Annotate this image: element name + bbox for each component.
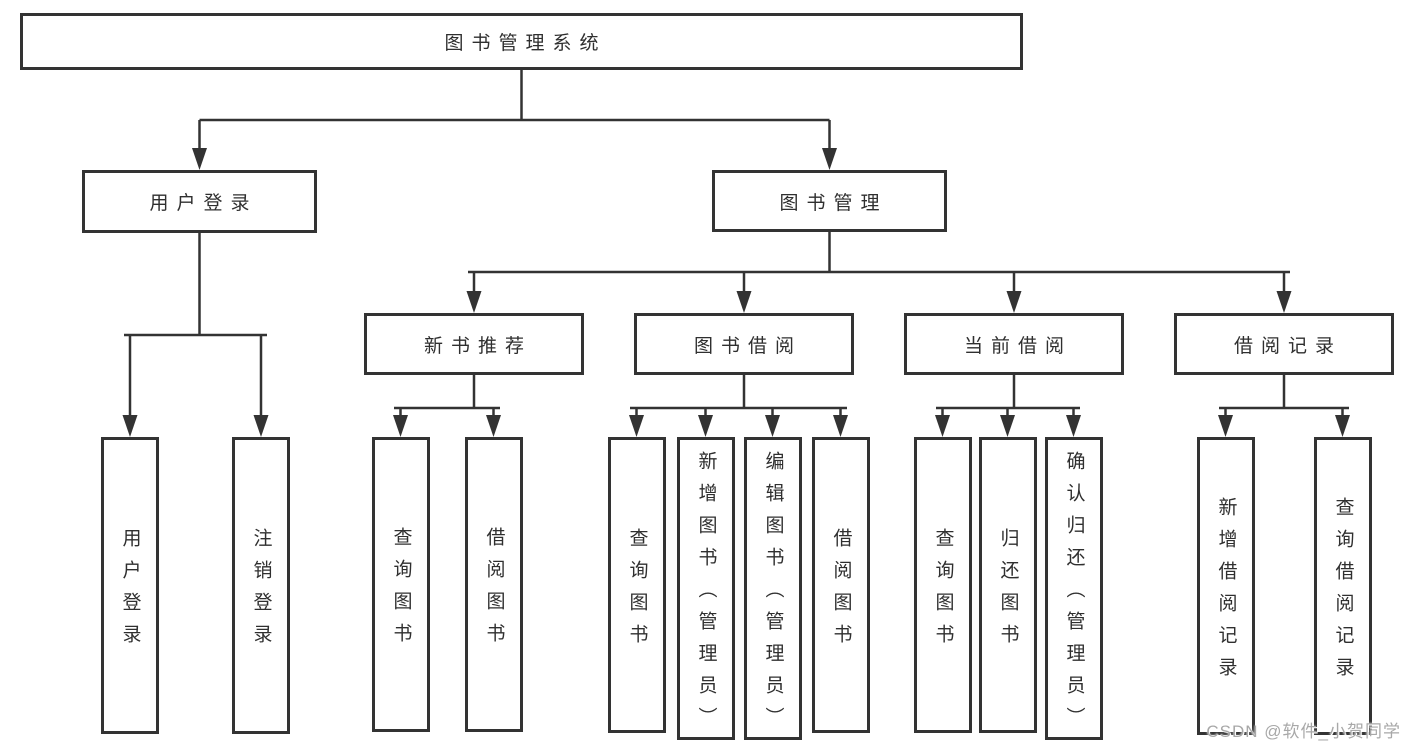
arrow-icon <box>122 415 138 437</box>
arrow-icon <box>629 415 644 437</box>
node-label: 查询图书 <box>390 527 412 655</box>
node-label: 新书推荐 <box>423 335 532 357</box>
arrow-icon <box>192 148 207 170</box>
csdn-watermark: CSDN @软件_小贺同学 <box>1206 722 1401 741</box>
leaf-query-books-3: 查询图书 <box>914 437 972 733</box>
connector-newbooks-to-leaves <box>394 375 500 419</box>
connector-records-to-leaves <box>1219 375 1349 419</box>
node-borrowing-records: 借阅记录 <box>1174 313 1394 375</box>
connector-userlogin-to-leaves <box>124 233 267 419</box>
arrowheads <box>122 148 1350 437</box>
leaf-edit-books-admin: 编辑图书（管理员） <box>744 437 802 740</box>
connector-root-to-level2 <box>198 70 831 152</box>
arrow-icon <box>393 415 408 437</box>
arrow-icon <box>1335 415 1350 437</box>
node-book-management: 图书管理 <box>712 170 947 232</box>
node-label: 图书管理 <box>779 192 888 214</box>
arrow-icon <box>1066 415 1081 437</box>
node-label: 归还图书 <box>997 527 1019 656</box>
node-label: 借阅图书 <box>483 527 505 655</box>
node-label: 用户登录 <box>149 193 258 214</box>
arrow-icon <box>822 148 837 170</box>
arrow-icon <box>486 415 501 437</box>
connector-currentborrow-to-leaves <box>936 375 1080 419</box>
leaf-query-books-1: 查询图书 <box>372 437 430 732</box>
leaf-logout: 注销登录 <box>232 437 290 734</box>
arrow-icon <box>833 415 848 437</box>
leaf-user-login: 用户登录 <box>101 437 159 734</box>
arrow-icon <box>1276 291 1292 313</box>
node-label: 图书借阅 <box>693 335 802 357</box>
node-label: 借阅图书 <box>830 527 852 656</box>
node-label: 确认归还（管理员） <box>1063 451 1085 739</box>
arrow-icon <box>466 291 482 313</box>
node-user-login: 用户登录 <box>82 170 317 233</box>
arrow-icon <box>1000 415 1015 437</box>
leaf-query-books-2: 查询图书 <box>608 437 666 733</box>
leaf-borrow-books-1: 借阅图书 <box>465 437 523 732</box>
arrow-icon <box>765 415 780 437</box>
node-label: 借阅记录 <box>1233 335 1342 357</box>
leaf-return-books: 归还图书 <box>979 437 1037 733</box>
arrow-icon <box>698 415 713 437</box>
leaf-borrow-books-2: 借阅图书 <box>812 437 870 733</box>
arrow-icon <box>1218 415 1233 437</box>
leaf-confirm-return-admin: 确认归还（管理员） <box>1045 437 1103 740</box>
node-book-borrowing: 图书借阅 <box>634 313 854 375</box>
arrow-icon <box>1006 291 1022 313</box>
arrow-icon <box>253 415 269 437</box>
node-label: 新增借阅记录 <box>1215 496 1237 689</box>
node-label: 编辑图书（管理员） <box>762 451 784 739</box>
node-label: 用户登录 <box>119 528 141 656</box>
arrow-icon <box>935 415 950 437</box>
node-label: 当前借阅 <box>963 335 1072 357</box>
node-new-book-recommend: 新书推荐 <box>364 313 584 375</box>
node-label: 图书管理系统 <box>444 33 607 54</box>
node-root: 图书管理系统 <box>20 13 1023 70</box>
node-current-borrowing: 当前借阅 <box>904 313 1124 375</box>
node-label: 注销登录 <box>250 528 272 656</box>
arrow-icon <box>736 291 752 313</box>
node-label: 查询借阅记录 <box>1332 496 1354 689</box>
node-label: 查询图书 <box>932 527 954 656</box>
connector-bookmgmt-to-level3 <box>468 232 1290 295</box>
connector-bookborrow-to-leaves <box>630 375 847 419</box>
leaf-query-borrow-record: 查询借阅记录 <box>1314 437 1372 735</box>
node-label: 新增图书（管理员） <box>695 451 717 739</box>
node-label: 查询图书 <box>626 527 648 656</box>
leaf-add-borrow-record: 新增借阅记录 <box>1197 437 1255 735</box>
leaf-add-books-admin: 新增图书（管理员） <box>677 437 735 740</box>
